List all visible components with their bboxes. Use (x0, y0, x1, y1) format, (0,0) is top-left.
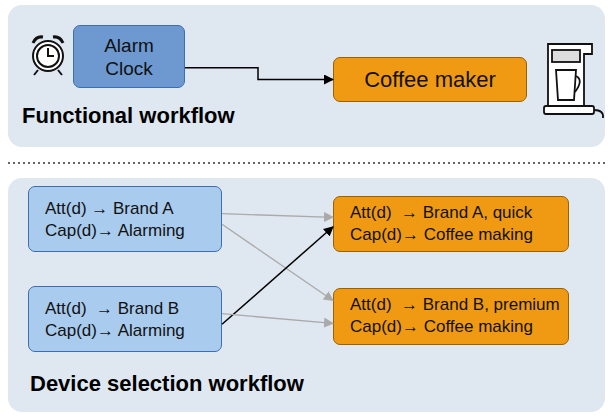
box-text-wrap: Coffee maker (364, 67, 496, 93)
box-text: Att(d) → Brand B, premium (350, 294, 568, 316)
band-heading: Functional workflow (22, 103, 235, 129)
box-text-wrap: Att(d) → Brand BCap(d)→ Alarming (45, 298, 221, 342)
box-text-wrap: Att(d) → Brand A, quickCap(d)→ Coffee ma… (350, 202, 568, 246)
box-text-wrap: Alarm Clock (88, 34, 170, 80)
box-text: Cap(d)→ Alarming (45, 220, 221, 242)
box-text: Att(d) → Brand A (45, 198, 221, 220)
workflow-band: Functional workflow Alarm ClockCoffee mak… (8, 5, 605, 147)
device-box: Att(d) → Brand A, quickCap(d)→ Coffee ma… (333, 196, 569, 252)
box-text: Att(d) → Brand A, quick (350, 202, 568, 224)
process-box: Coffee maker (333, 57, 527, 102)
box-text: Cap(d)→ Coffee making (350, 224, 568, 246)
box-text: Cap(d)→ Alarming (45, 320, 221, 342)
workflow-band: Device selection workflow Att(d) → Brand … (8, 178, 605, 412)
box-text: Alarm Clock (104, 35, 154, 79)
device-box: Att(d) → Brand BCap(d)→ Alarming (28, 286, 222, 352)
box-text: Coffee maker (364, 67, 496, 92)
box-text-wrap: Att(d) → Brand B, premiumCap(d)→ Coffee … (350, 294, 568, 338)
divider-line (8, 162, 606, 164)
box-text-wrap: Att(d) → Brand ACap(d)→ Alarming (45, 198, 221, 242)
band-heading: Device selection workflow (30, 371, 304, 397)
box-text: Att(d) → Brand B (45, 298, 221, 320)
process-box: Alarm Clock (73, 25, 185, 88)
device-box: Att(d) → Brand B, premiumCap(d)→ Coffee … (333, 288, 569, 345)
device-box: Att(d) → Brand ACap(d)→ Alarming (28, 186, 222, 252)
box-text: Cap(d)→ Coffee making (350, 316, 568, 338)
